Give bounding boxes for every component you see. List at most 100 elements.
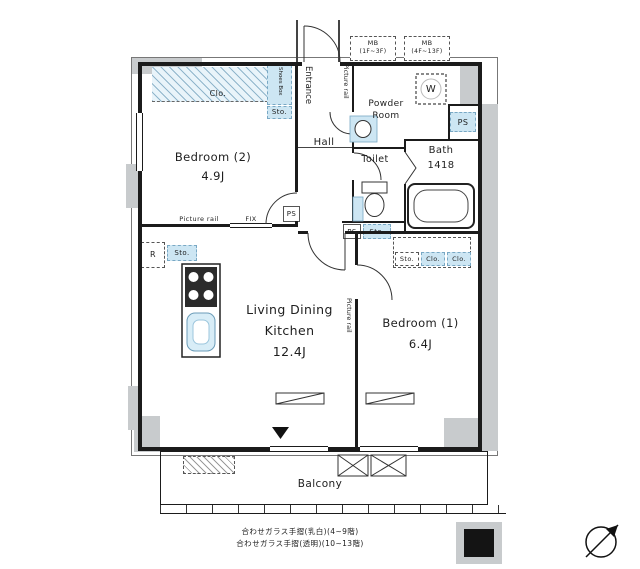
label-closet: Clo. <box>209 89 227 98</box>
room-size-bedroom1: 6.4J <box>408 337 433 351</box>
compass-icon <box>585 524 619 558</box>
balcony-x-line <box>370 454 407 477</box>
toilet-door-arc <box>353 152 382 181</box>
washer-drum <box>420 78 442 100</box>
wall <box>352 62 354 112</box>
structure-block <box>444 418 482 451</box>
closet-hatch <box>152 67 268 102</box>
label-mb-low-1: MB <box>367 39 379 47</box>
wall <box>138 62 142 451</box>
balcony-railing <box>160 505 506 514</box>
label-mb-low-2: (1F~3F) <box>359 48 387 55</box>
room-label-entrance: Entrance <box>303 66 313 105</box>
meter-box-low <box>350 36 396 61</box>
note-glass-railing-1: 合わせガラス手摺(乳白)(4~9階) <box>241 527 359 536</box>
bathtub-inner <box>413 189 469 223</box>
bath-folding-door <box>404 151 417 185</box>
balcony-x-line <box>337 454 369 477</box>
kitchen-sink-basin <box>192 319 210 345</box>
room-label-balcony: Balcony <box>297 478 343 490</box>
wall <box>352 147 406 149</box>
storage-box <box>267 106 292 119</box>
wall <box>404 139 406 152</box>
label-mb-high-1: MB <box>421 39 433 47</box>
wall <box>448 104 450 140</box>
label-washing-machine: W <box>425 84 437 95</box>
room-size-bedroom2: 4.9J <box>201 169 225 183</box>
room-label-ldk-2: Kitchen <box>264 323 315 338</box>
powder-door-arc <box>329 111 353 135</box>
wall <box>404 139 482 141</box>
room-label-bedroom1: Bedroom (1) <box>382 316 459 330</box>
label-closet: Clo. <box>452 255 466 263</box>
room-size-ldk: 12.4J <box>272 344 307 359</box>
fix-window <box>230 223 272 228</box>
pipe-space-box <box>283 206 300 222</box>
note-glass-railing-2: 合わせガラス手摺(透明)(10~13階) <box>236 539 364 548</box>
wall <box>355 231 358 265</box>
wall <box>345 231 482 234</box>
wall <box>138 62 302 66</box>
room-label-bedroom2: Bedroom (2) <box>174 150 252 164</box>
label-fix: FIX <box>245 215 257 223</box>
wall <box>295 62 298 192</box>
storage-box <box>395 252 419 266</box>
room-label-powder-1: Powder <box>368 99 404 109</box>
stove-burner <box>188 290 199 300</box>
label-refrigerator: R <box>150 250 156 259</box>
closet-box <box>447 252 471 266</box>
stove-burner <box>203 290 214 300</box>
section-marker-triangle <box>272 427 289 439</box>
room-label-hall: Hall <box>313 137 335 148</box>
porch-wall <box>338 20 340 62</box>
structure-block <box>126 164 140 208</box>
washbasin <box>354 120 372 138</box>
storage-box <box>167 245 197 261</box>
wall <box>340 62 482 66</box>
room-label-toilet: Toilet <box>361 154 389 165</box>
wall <box>138 447 270 451</box>
label-picture-rail: Picture rail <box>345 298 353 333</box>
label-closet: Clo. <box>426 255 440 263</box>
stove-burner <box>188 272 199 282</box>
bathtub <box>407 183 475 229</box>
wall <box>404 184 406 233</box>
bedroom1-door-arc <box>356 264 393 301</box>
wall <box>138 224 298 227</box>
label-storage: Sto. <box>271 108 288 116</box>
entrance-door-arc <box>303 25 341 63</box>
toilet-bowl <box>364 193 385 217</box>
room-label-powder-2: Room <box>372 111 400 121</box>
window <box>360 446 418 452</box>
wall <box>298 231 308 234</box>
toilet-pipe <box>352 196 364 222</box>
wall <box>342 221 406 223</box>
wall <box>352 134 354 153</box>
room-label-bath: Bath <box>428 145 454 156</box>
structure-block <box>460 62 482 104</box>
living-door-arc <box>307 232 346 271</box>
label-storage: Sto. <box>174 249 190 257</box>
wall <box>448 104 482 106</box>
window <box>270 446 328 452</box>
label-storage: Sto. <box>399 255 415 263</box>
wall <box>328 447 360 451</box>
balcony-hatch <box>183 456 235 474</box>
room-label-ldk-1: Living Dining <box>246 302 333 317</box>
wall <box>418 447 482 451</box>
sliding-window-slash <box>365 392 415 405</box>
label-shoes-box: Shoes Box <box>277 67 283 96</box>
label-storage: Sto. <box>369 228 385 236</box>
pipe-space-box <box>450 112 476 132</box>
stove <box>185 267 217 307</box>
closet-box <box>421 252 445 266</box>
wall <box>478 62 482 451</box>
label-picture-rail: Picture rail <box>179 215 219 223</box>
label-mb-high-2: (4F~13F) <box>411 48 443 55</box>
shoes-box <box>267 65 292 105</box>
balcony-column-core <box>464 529 494 557</box>
label-ps: PS <box>347 228 357 236</box>
bedroom2-door-arc <box>265 192 298 225</box>
